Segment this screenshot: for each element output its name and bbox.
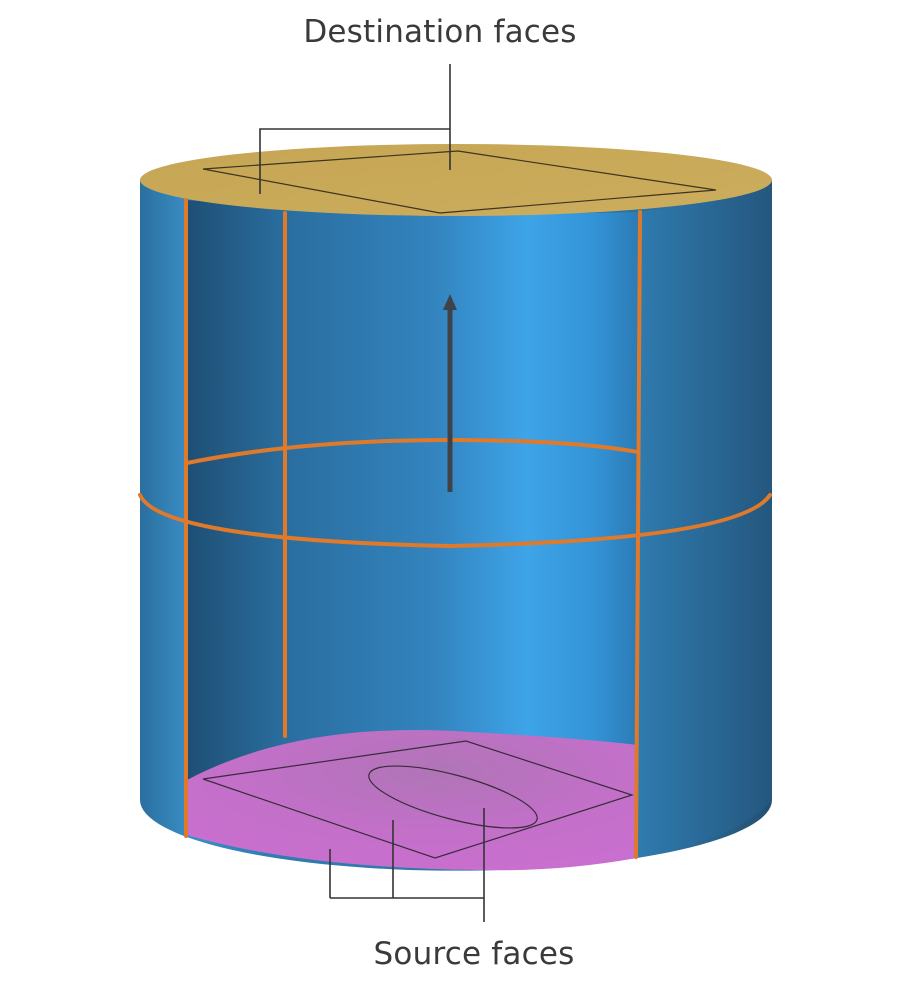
destination-faces-label: Destination faces — [303, 14, 577, 50]
up-arrow-icon — [443, 294, 457, 492]
destination-callout-leader — [259, 64, 451, 194]
source-face-square-outline — [202, 740, 634, 859]
seam-edge-right — [634, 210, 642, 859]
source-faces-label: Source faces — [373, 936, 575, 972]
cylinder-right-panel — [637, 185, 772, 858]
cylinder-inner-wall — [187, 200, 640, 858]
source-callout-leader — [329, 808, 485, 922]
middle-ring-edge — [138, 493, 772, 549]
source-face-ellipse-outline — [368, 765, 538, 829]
destination-face-square-outline — [202, 150, 717, 214]
middle-ring-inner-edge — [185, 437, 640, 465]
orange-edges — [138, 198, 772, 859]
destination-face — [140, 144, 772, 216]
